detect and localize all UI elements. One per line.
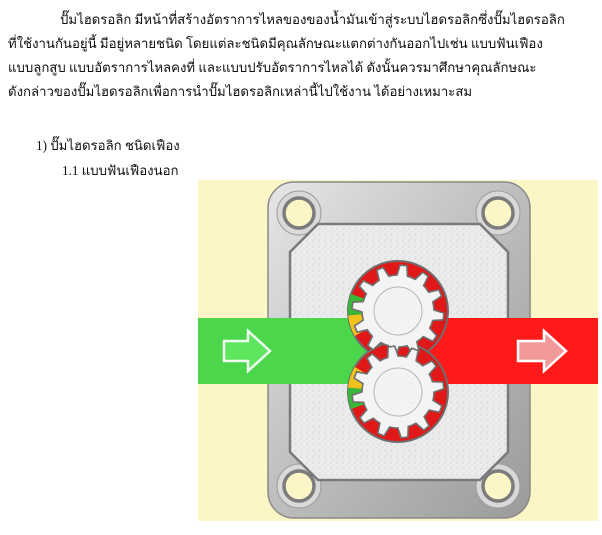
inlet-arrow-icon [222, 328, 272, 374]
bolt-hole [475, 463, 521, 509]
bolt-hole [276, 463, 322, 509]
bolt-hole [475, 190, 521, 236]
outlet-port [428, 318, 598, 384]
intro-paragraph: ปั๊มไฮดรอลิก มีหน้าที่สร้างอัตราการไหลขอ… [8, 8, 596, 104]
paragraph-line: ดังกล่าวของปั๊มไฮดรอลิกเพื่อการนำปั๊มไฮด… [8, 84, 473, 99]
gear-hub [373, 367, 423, 417]
outlet-arrow-icon [516, 328, 568, 374]
section-heading: 1) ปั๊มไฮดรอลิก ชนิดเฟือง [36, 138, 180, 153]
paragraph-line: ปั๊มไฮดรอลิก มีหน้าที่สร้างอัตราการไหลขอ… [60, 12, 565, 27]
bolt-hole [276, 190, 322, 236]
gear-pump-diagram [198, 180, 598, 521]
paragraph-line: แบบลูกสูบ แบบอัตราการไหลคงที่ และแบบปรับ… [8, 60, 537, 75]
gear-pump-svg [198, 180, 598, 521]
paragraph-line: ที่ใช้งานกันอยู่นี้ มีอยู่หลายชนิด โดยแต… [8, 36, 543, 51]
gear-hub [373, 286, 423, 336]
subsection-heading: 1.1 แบบฟันเฟืองนอก [62, 163, 179, 178]
